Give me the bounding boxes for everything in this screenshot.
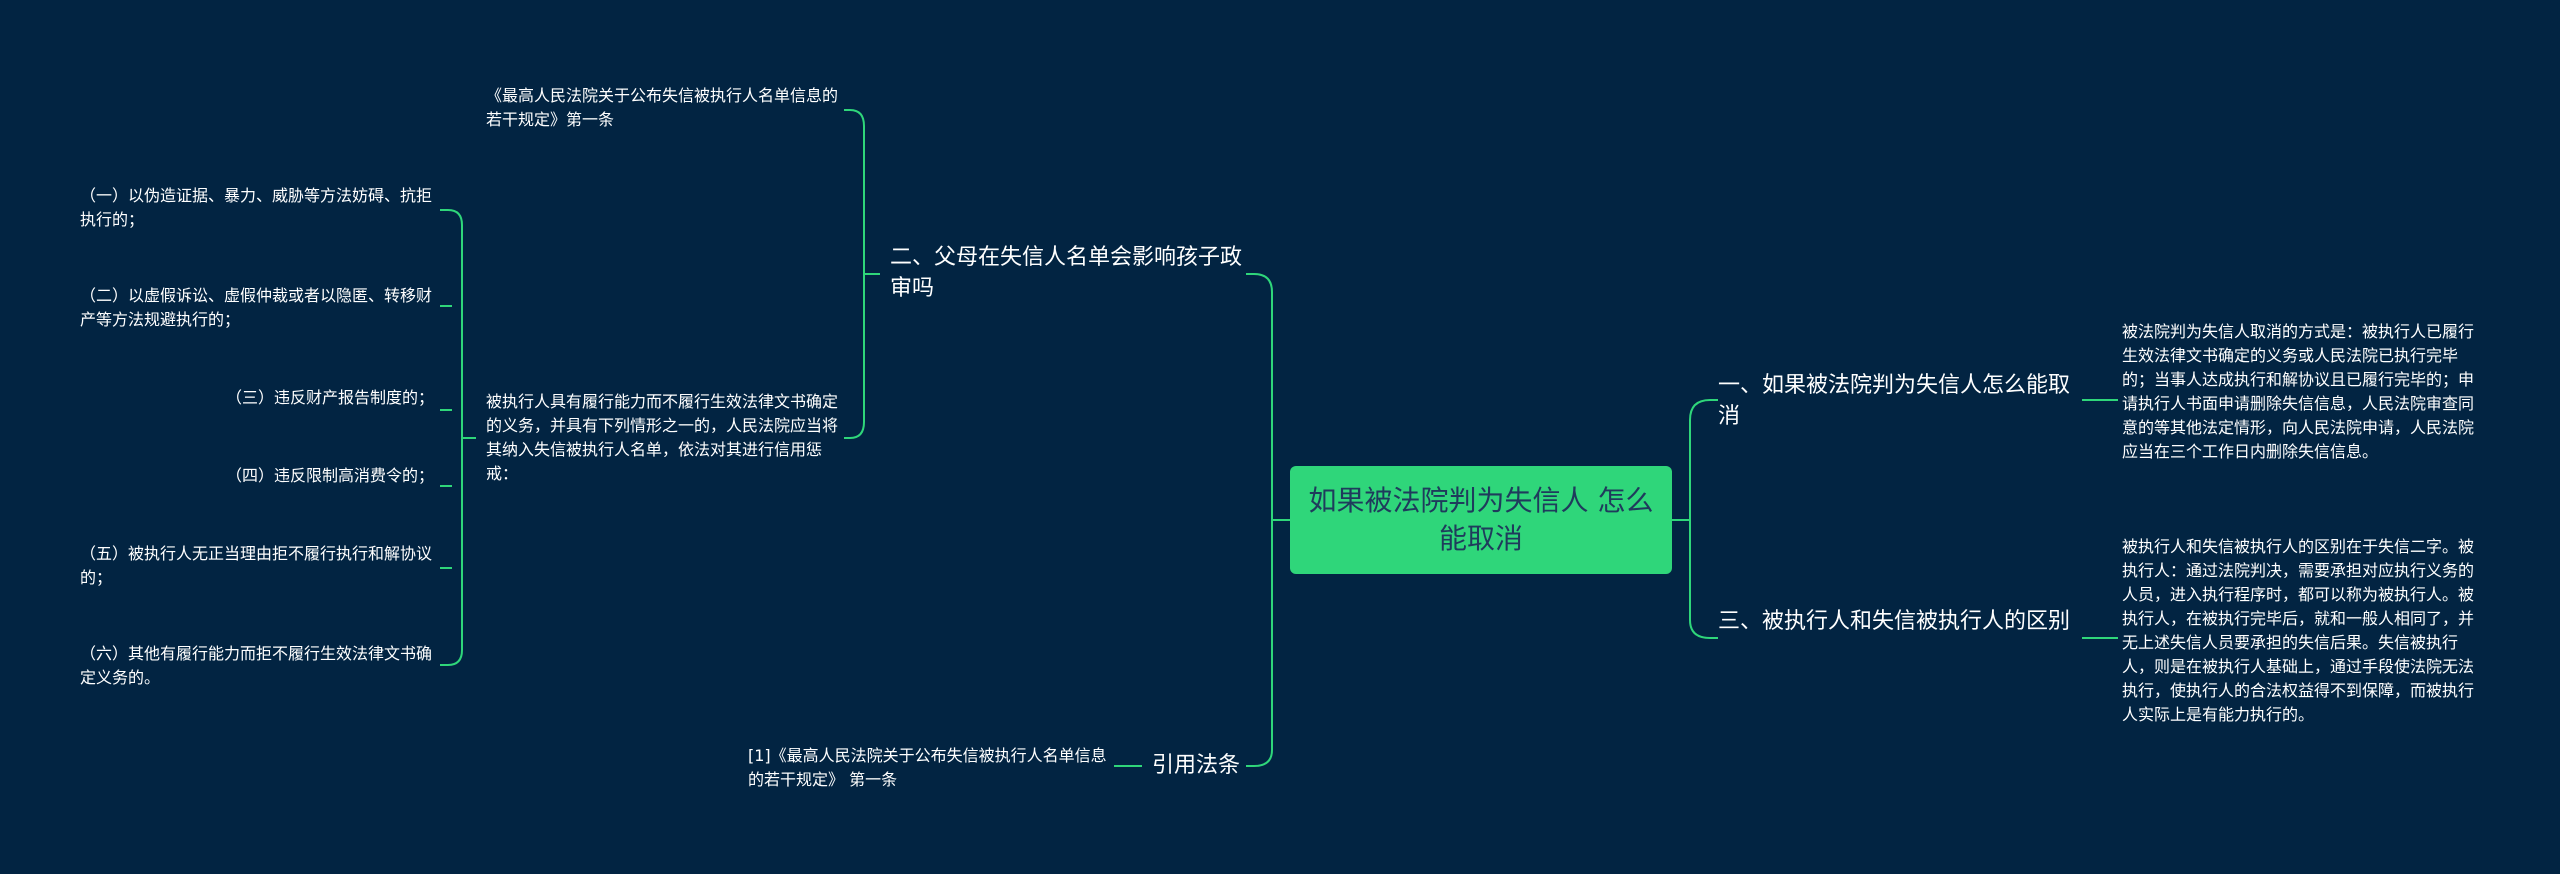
root-topic[interactable]: 如果被法院判为失信人 怎么能取消: [1290, 466, 1672, 574]
list-item-text: （一）以伪造证据、暴力、威胁等方法妨碍、抗拒执行的；: [80, 186, 433, 229]
list-item[interactable]: （一）以伪造证据、暴力、威胁等方法妨碍、抗拒执行的；: [80, 184, 434, 232]
connector-root-b3: [1672, 519, 1718, 639]
list-item-text: （三）违反财产报告制度的；: [225, 388, 434, 407]
branch-cancel-method[interactable]: 一、如果被法院判为失信人怎么能取消: [1718, 370, 2082, 432]
root-topic-label: 如果被法院判为失信人 怎么能取消: [1308, 484, 1654, 555]
leaf-cited-law[interactable]: [1]《最高人民法院关于公布失信被执行人名单信息的若干规定》 第一条: [748, 744, 1108, 792]
leaf-difference-detail[interactable]: 被执行人和失信被执行人的区别在于失信二字。被执行人：通过法院判决，需要承担对应执…: [2122, 535, 2482, 727]
connector-root-b1: [1672, 399, 1718, 521]
list-item[interactable]: （六）其他有履行能力而拒不履行生效法律文书确定义务的。: [80, 642, 434, 690]
leaf-cited-law-text: [1]《最高人民法院关于公布失信被执行人名单信息的若干规定》 第一条: [748, 746, 1107, 789]
list-item[interactable]: （二）以虚假诉讼、虚假仲裁或者以隐匿、转移财产等方法规避执行的；: [80, 284, 434, 332]
list-item-text: （六）其他有履行能力而拒不履行生效法律文书确定义务的。: [80, 644, 433, 687]
leaf-regulation-article-text: 《最高人民法院关于公布失信被执行人名单信息的若干规定》第一条: [486, 86, 839, 129]
leaf-regulation-content-text: 被执行人具有履行能力而不履行生效法律文书确定的义务，并具有下列情形之一的，人民法…: [486, 392, 839, 483]
list-item-text: （四）违反限制高消费令的；: [225, 466, 434, 485]
leaf-cancel-method-detail[interactable]: 被法院判为失信人取消的方式是：被执行人已履行生效法律文书确定的义务或人民法院已执…: [2122, 320, 2482, 464]
list-item-text: （二）以虚假诉讼、虚假仲裁或者以隐匿、转移财产等方法规避执行的；: [80, 286, 433, 329]
branch-cited-law-label: 引用法条: [1152, 753, 1241, 778]
branch-parent-impact[interactable]: 二、父母在失信人名单会影响孩子政审吗: [890, 242, 1246, 304]
branch-difference[interactable]: 三、被执行人和失信被执行人的区别: [1718, 606, 2082, 637]
list-item[interactable]: （三）违反财产报告制度的；: [80, 386, 434, 410]
branch-cancel-method-label: 一、如果被法院判为失信人怎么能取消: [1718, 373, 2071, 429]
list-item[interactable]: （五）被执行人无正当理由拒不履行执行和解协议的；: [80, 542, 434, 590]
connector-b2b-bracket: [440, 209, 476, 666]
connector-root-b2: [1246, 273, 1290, 521]
leaf-difference-text: 被执行人和失信被执行人的区别在于失信二字。被执行人：通过法院判决，需要承担对应执…: [2122, 537, 2475, 724]
branch-difference-label: 三、被执行人和失信被执行人的区别: [1718, 609, 2071, 634]
list-item[interactable]: （四）违反限制高消费令的；: [80, 464, 434, 488]
connector-b2-bracket: [844, 109, 880, 439]
leaf-regulation-article[interactable]: 《最高人民法院关于公布失信被执行人名单信息的若干规定》第一条: [486, 84, 844, 132]
branch-parent-impact-label: 二、父母在失信人名单会影响孩子政审吗: [890, 245, 1243, 301]
leaf-regulation-content[interactable]: 被执行人具有履行能力而不履行生效法律文书确定的义务，并具有下列情形之一的，人民法…: [486, 390, 844, 486]
leaf-cancel-method-text: 被法院判为失信人取消的方式是：被执行人已履行生效法律文书确定的义务或人民法院已执…: [2122, 322, 2475, 461]
list-item-text: （五）被执行人无正当理由拒不履行执行和解协议的；: [80, 544, 433, 587]
branch-cited-law[interactable]: 引用法条: [1152, 750, 1262, 781]
connector-root-b4: [1246, 519, 1290, 767]
